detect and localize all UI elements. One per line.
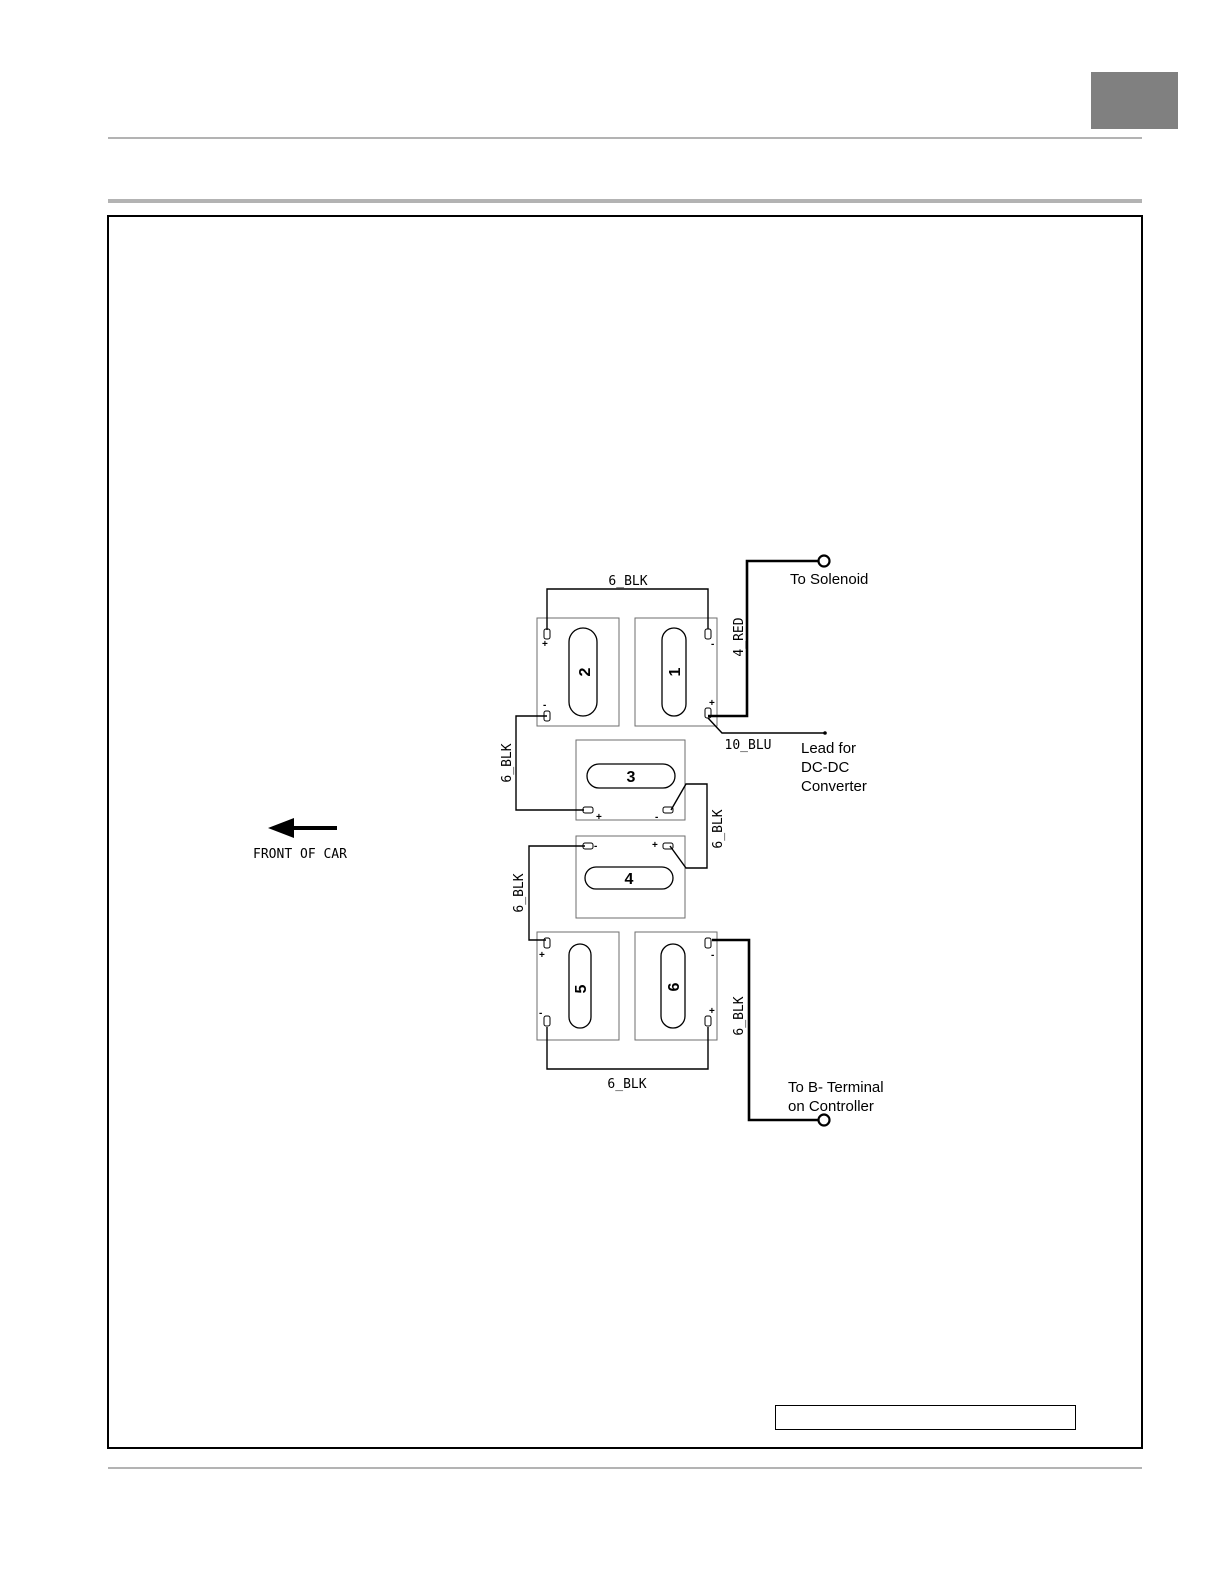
battery-3-number: 3 xyxy=(627,769,636,786)
controller-terminal-icon xyxy=(819,1115,830,1126)
battery-1-number: 1 xyxy=(667,667,684,676)
battery-6-number: 6 xyxy=(666,982,683,991)
wire-main-negative-label: 6_BLK xyxy=(732,996,747,1035)
battery-5: 5 + - xyxy=(537,932,619,1040)
front-arrow-icon xyxy=(268,818,294,838)
battery-4-plus-sign: + xyxy=(652,840,658,851)
battery-4-minus-sign: - xyxy=(594,841,597,852)
wire-converter-lead xyxy=(708,718,824,733)
battery-2-number: 2 xyxy=(577,667,594,676)
battery-2-positive-post xyxy=(544,629,550,639)
converter-lead-end-icon xyxy=(823,731,827,735)
wire-2-to-3 xyxy=(516,716,584,810)
battery-1: 1 - + xyxy=(635,618,717,726)
converter-callout-line-3: Converter xyxy=(801,778,867,795)
battery-2: 2 + - xyxy=(537,618,619,726)
battery-3: 3 + - xyxy=(576,740,685,823)
front-of-car-label: FRONT OF CAR xyxy=(253,847,347,862)
battery-5-plus-sign: + xyxy=(539,950,545,961)
wire-1-to-2-label: 6_BLK xyxy=(608,574,647,589)
controller-callout-line-1: To B- Terminal xyxy=(788,1079,884,1096)
converter-callout-line-1: Lead for xyxy=(801,740,856,757)
battery-2-minus-sign: - xyxy=(543,700,546,711)
battery-3-minus-sign: - xyxy=(655,812,658,823)
battery-5-minus-sign: - xyxy=(539,1008,542,1019)
controller-callout-line-2: on Controller xyxy=(788,1098,874,1115)
solenoid-terminal-icon xyxy=(819,556,830,567)
wire-converter-lead-label: 10_BLU xyxy=(725,738,772,753)
front-of-car-indicator: FRONT OF CAR xyxy=(253,818,347,862)
wire-2-to-3-label: 6_BLK xyxy=(500,743,515,782)
battery-1-negative-post xyxy=(705,629,711,639)
battery-5-negative-post xyxy=(544,1016,550,1026)
to-solenoid-label: To Solenoid xyxy=(790,571,868,588)
battery-2-plus-sign: + xyxy=(542,639,548,650)
wire-main-positive-label: 4_RED xyxy=(732,617,747,656)
battery-6: 6 - + xyxy=(635,932,717,1040)
battery-4: 4 - + xyxy=(576,836,685,918)
battery-3-positive-post xyxy=(583,807,593,813)
battery-6-minus-sign: - xyxy=(711,950,714,961)
battery-6-negative-post xyxy=(705,938,711,948)
battery-6-positive-post xyxy=(705,1016,711,1026)
wire-3-to-4-label: 6_BLK xyxy=(711,809,726,848)
battery-4-number: 4 xyxy=(625,871,634,888)
battery-1-minus-sign: - xyxy=(711,639,714,650)
wire-4-to-5-label: 6_BLK xyxy=(512,873,527,912)
battery-6-plus-sign: + xyxy=(709,1006,715,1017)
wire-5-to-6-label: 6_BLK xyxy=(607,1077,646,1092)
battery-1-plus-sign: + xyxy=(709,698,715,709)
battery-5-number: 5 xyxy=(573,984,590,993)
converter-callout-line-2: DC-DC xyxy=(801,759,849,776)
battery-3-plus-sign: + xyxy=(596,812,602,823)
